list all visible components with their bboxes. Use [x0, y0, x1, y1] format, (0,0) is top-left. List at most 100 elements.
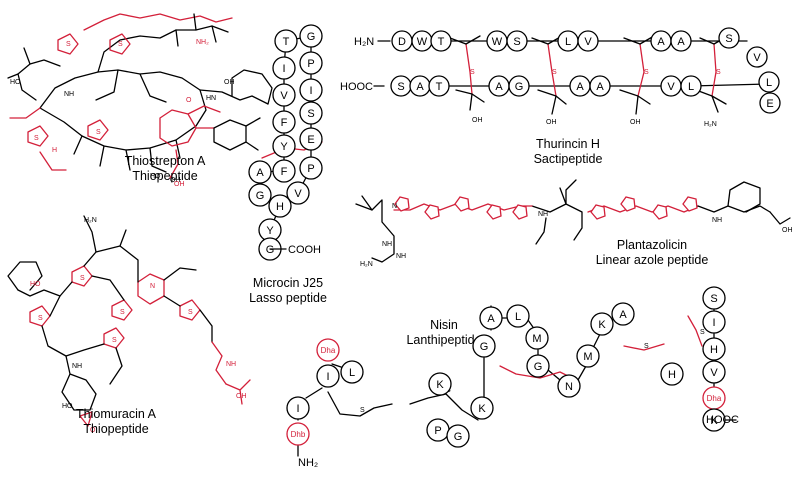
atom-label: H₂N: [84, 217, 97, 224]
thurincin-residue: V: [667, 81, 675, 93]
nisin-residue-circle: [702, 360, 726, 384]
nisin-residue: I: [296, 403, 299, 415]
thurincin-residue-circle: [589, 75, 611, 97]
nisin-residue: K: [598, 319, 606, 331]
microcin-residue: Y: [280, 141, 288, 153]
atom-label: HN: [206, 95, 216, 102]
atom-label: S: [118, 41, 123, 48]
thiostrepton-class: Thiopeptide: [132, 169, 197, 183]
nisin-residue: Dha: [707, 394, 722, 403]
nisin-residue: G: [454, 431, 463, 443]
atom-label: H₂N: [360, 261, 373, 268]
atom-label: S: [188, 309, 193, 316]
atom-label: S: [700, 329, 705, 336]
nisin-residue-circle: [576, 344, 600, 368]
atom-label: S: [360, 407, 365, 414]
thurincin-n-terminus: H₂N: [354, 36, 374, 48]
nisin-residue: K: [478, 403, 486, 415]
microcin-residue: P: [307, 163, 314, 175]
microcin-residue: T: [283, 36, 290, 48]
azole-ring: [620, 196, 636, 212]
thurincin-residue-circle: [577, 30, 599, 52]
nisin-residue-circle: [702, 337, 726, 361]
atom-label: O: [186, 97, 192, 104]
nisin-residue: G: [480, 341, 489, 353]
nisin-residue-circle: [316, 364, 340, 388]
nisin-residue: I: [326, 371, 329, 383]
atom-label: NH: [64, 91, 74, 98]
azole-ring: [652, 204, 668, 220]
nisin-residue: A: [487, 313, 495, 325]
azole-ring: [486, 204, 502, 220]
peptide-bond: [547, 369, 561, 381]
thurincin-residue: S: [397, 81, 404, 93]
thurincin-residue-circle: [430, 30, 452, 52]
azole-ring: [424, 204, 440, 220]
nisin-n-terminus: NH₂: [298, 457, 318, 469]
nisin-residue-circle: [660, 362, 684, 386]
atom-label: S: [644, 343, 649, 350]
atom-label: OH: [546, 119, 557, 126]
thurincin-residue-circle: [758, 71, 780, 93]
atom-label: OH: [174, 181, 185, 188]
atom-label: O: [90, 427, 96, 434]
nisin-residue: A: [619, 309, 627, 321]
atom-label: S: [38, 315, 43, 322]
microcin-residue: A: [256, 167, 264, 179]
microcin-residue: G: [256, 190, 265, 202]
nisin-residue: K: [436, 379, 444, 391]
thurincin-residue: L: [565, 36, 571, 48]
atom-label: S: [80, 275, 85, 282]
atom-label: HO: [10, 79, 21, 86]
nisin-class: Lanthipeptide: [406, 333, 481, 347]
nisin-residue-circle: [470, 396, 494, 420]
thurincin-residue: A: [495, 81, 503, 93]
thurincin-residue: T: [438, 36, 445, 48]
nisin-residue: I: [712, 317, 715, 329]
microcin-name: Microcin J25: [253, 276, 323, 290]
thurincin-residue: S: [725, 33, 732, 45]
thurincin-residue: A: [657, 36, 665, 48]
nisin-residue: L: [349, 367, 355, 379]
atom-label: NH: [538, 211, 548, 218]
microcin-residue-circle: [268, 194, 292, 218]
nisin-residue: N: [565, 381, 573, 393]
nisin-residue-circle: [506, 304, 530, 328]
microcin-residue: G: [266, 244, 275, 256]
atom-label: S: [34, 135, 39, 142]
thurincin-residue: A: [596, 81, 604, 93]
atom-label: S: [120, 309, 125, 316]
nisin-residue-circle: [286, 422, 310, 446]
peptide-bond: [577, 365, 587, 381]
thurincin-residue: V: [753, 52, 761, 64]
atom-label: S: [552, 69, 557, 76]
nisin-residue-circle: [479, 306, 503, 330]
microcin-residue: G: [307, 31, 316, 43]
thurincin-residue: G: [515, 81, 524, 93]
thurincin-residue: T: [436, 81, 443, 93]
thurincin-residue: D: [398, 36, 406, 48]
atom-label: H₂N: [704, 121, 717, 128]
plantazolicin-name: Plantazolicin: [617, 238, 687, 252]
nisin-residue: L: [515, 311, 521, 323]
thurincin-residue-circle: [680, 75, 702, 97]
thurincin-residue-circle: [718, 27, 740, 49]
atom-label: S: [716, 69, 721, 76]
atom-label: S: [112, 337, 117, 344]
microcin-residue-circle: [299, 101, 323, 125]
atom-label: N: [392, 203, 397, 210]
nisin-name: Nisin: [430, 318, 458, 332]
azole-ring: [454, 196, 470, 212]
microcin-residue-circle: [286, 181, 310, 205]
thurincin-residue-circle: [508, 75, 530, 97]
microcin-residue: H: [276, 201, 284, 213]
atom-label: H: [52, 147, 57, 154]
thurincin-residue-circle: [759, 92, 781, 114]
thiomuracin-name: Thiomuracin A: [76, 407, 157, 421]
microcin-residue: F: [281, 166, 288, 178]
atom-label: OH: [170, 177, 181, 184]
microcin-residue-circle: [299, 51, 323, 75]
microcin-residue-circle: [272, 110, 296, 134]
nisin-residue: H: [668, 369, 676, 381]
